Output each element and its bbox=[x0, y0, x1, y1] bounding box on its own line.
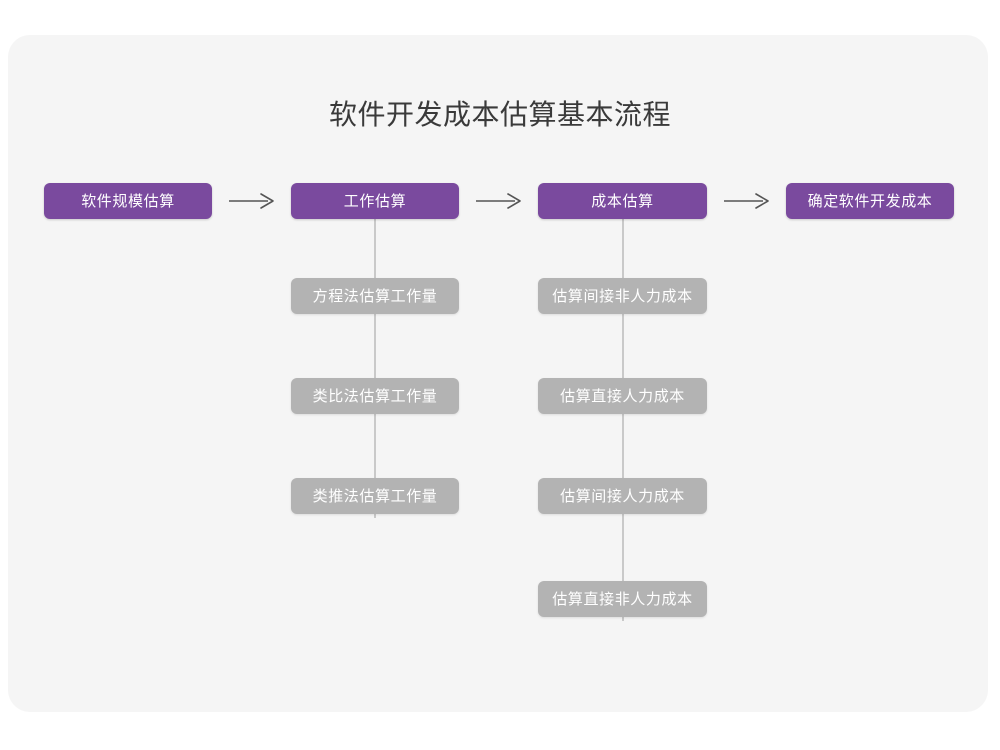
flow-node-software-scale-estimation[interactable]: 软件规模估算 bbox=[44, 183, 212, 219]
flow-node-label: 软件规模估算 bbox=[81, 191, 175, 210]
arrow-right-icon-3 bbox=[723, 189, 771, 213]
branch-connector-line-cost bbox=[622, 219, 624, 621]
branch-node-indirect-nonlabor-cost[interactable]: 估算间接非人力成本 bbox=[538, 278, 707, 314]
branch-node-analogy-method-effort[interactable]: 类比法估算工作量 bbox=[291, 378, 459, 414]
arrow-right-icon-1 bbox=[228, 189, 276, 213]
branch-node-label: 估算直接非人力成本 bbox=[552, 589, 693, 608]
branch-node-label: 方程法估算工作量 bbox=[312, 286, 438, 305]
flow-node-label: 确定软件开发成本 bbox=[807, 191, 933, 210]
branch-node-indirect-labor-cost[interactable]: 估算间接人力成本 bbox=[538, 478, 707, 514]
flow-node-determine-development-cost[interactable]: 确定软件开发成本 bbox=[786, 183, 954, 219]
branch-node-label: 估算间接人力成本 bbox=[560, 486, 685, 505]
branch-node-label: 类推法估算工作量 bbox=[312, 486, 438, 505]
branch-node-label: 估算直接人力成本 bbox=[560, 386, 685, 405]
branch-node-analogical-method-effort[interactable]: 类推法估算工作量 bbox=[291, 478, 459, 514]
branch-node-equation-method-effort[interactable]: 方程法估算工作量 bbox=[291, 278, 459, 314]
branch-node-direct-labor-cost[interactable]: 估算直接人力成本 bbox=[538, 378, 707, 414]
flow-node-cost-estimation[interactable]: 成本估算 bbox=[538, 183, 707, 219]
page-title: 软件开发成本估算基本流程 bbox=[328, 98, 671, 131]
flow-node-label: 成本估算 bbox=[591, 191, 654, 210]
branch-node-label: 估算间接非人力成本 bbox=[552, 286, 693, 305]
diagram-card bbox=[8, 35, 988, 712]
branch-node-direct-nonlabor-cost[interactable]: 估算直接非人力成本 bbox=[538, 581, 707, 617]
branch-node-label: 类比法估算工作量 bbox=[312, 386, 438, 405]
branch-connector-line-work bbox=[374, 219, 376, 518]
flow-node-effort-estimation[interactable]: 工作估算 bbox=[291, 183, 459, 219]
flow-node-label: 工作估算 bbox=[343, 191, 407, 210]
arrow-right-icon-2 bbox=[475, 189, 523, 213]
